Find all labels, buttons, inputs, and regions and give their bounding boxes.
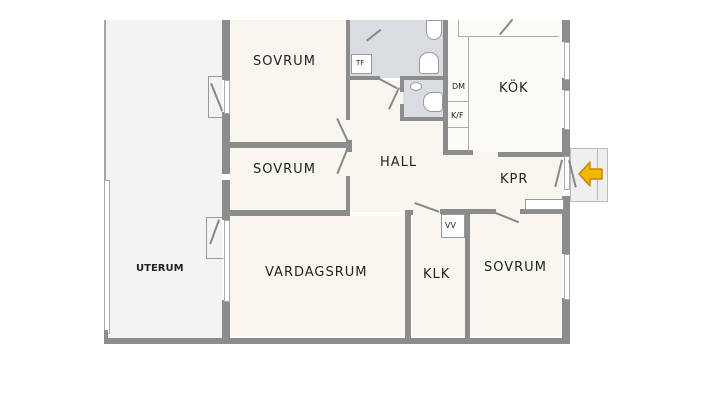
wall-sovrum-mid-bottom <box>230 210 350 216</box>
label-kpr: KPR <box>500 172 529 187</box>
wall-wc-left <box>400 76 404 92</box>
room-uterum <box>106 20 222 340</box>
entrance-door <box>564 156 570 190</box>
wall-wc-left-2 <box>400 104 404 121</box>
wall-hall-bottom-3 <box>520 209 564 214</box>
wall-bath-bottom <box>350 76 380 80</box>
vv-box <box>441 214 465 238</box>
uterum-window <box>104 180 110 334</box>
wall-right-3 <box>562 128 570 156</box>
wall-wc-bottom <box>400 117 445 121</box>
wall-sovrum-right-1 <box>346 20 350 120</box>
wall-sovrum-divider <box>230 142 350 148</box>
window-right-3 <box>564 254 570 300</box>
window-right-2 <box>564 90 570 130</box>
label-dm: DM <box>452 82 466 91</box>
wc-toilet-icon <box>423 92 443 112</box>
label-kf: K/F <box>451 111 464 120</box>
label-hall: HALL <box>380 155 418 170</box>
entrance-arrow-icon <box>578 161 603 187</box>
dm-box <box>448 75 468 102</box>
wc-sink-icon <box>410 82 422 91</box>
wall-bath-right <box>443 20 448 152</box>
label-sovrum-top: SOVRUM <box>253 54 316 69</box>
wall-right-4 <box>562 196 570 254</box>
wall-right-2 <box>562 78 570 90</box>
window-right-1 <box>564 42 570 80</box>
room-sovrum-right <box>469 212 562 336</box>
window-swing-left-2 <box>206 217 223 259</box>
wall-sovrum-right-2 <box>346 140 352 152</box>
window-swing-left-1 <box>208 76 223 118</box>
room-sovrum-top <box>230 20 348 142</box>
wall-kok-bottom-left <box>443 150 473 155</box>
window-left-2 <box>224 220 230 302</box>
wall-left-main <box>222 20 230 80</box>
window-left-1 <box>224 80 230 114</box>
wall-right-1 <box>562 20 570 42</box>
toilet-icon <box>419 52 439 74</box>
wall-klk-right <box>465 209 470 340</box>
label-uterum: UTERUM <box>136 263 184 274</box>
sink-icon <box>426 20 442 40</box>
label-sovrum-right: SOVRUM <box>484 260 547 275</box>
kf-box <box>448 101 468 128</box>
kitchen-counter <box>447 20 562 152</box>
kitchen-counter-outline <box>458 20 559 37</box>
wall-sovrum-right-3 <box>346 176 350 214</box>
wall-kok-bottom-right <box>498 152 564 157</box>
wall-wc-top <box>400 76 445 80</box>
room-vardagsrum <box>230 216 408 336</box>
tf-label: TF <box>356 59 365 67</box>
wall-klk-left <box>405 210 411 340</box>
uterum-wall-stub <box>104 330 108 340</box>
label-sovrum-mid: SOVRUM <box>253 162 316 177</box>
label-klk: KLK <box>423 267 451 282</box>
wall-bottom <box>104 338 570 344</box>
label-vardagsrum: VARDAGSRUM <box>265 265 368 280</box>
wall-left-main-3 <box>222 180 230 220</box>
kitchen-counter-side <box>468 36 469 151</box>
room-sovrum-mid <box>230 148 348 210</box>
tf-box <box>351 54 372 74</box>
wall-left-main-2 <box>222 112 230 174</box>
label-kok: KÖK <box>499 81 529 96</box>
wall-left-main-4 <box>222 300 230 344</box>
vv-label: VV <box>445 221 456 230</box>
kpr-shelf <box>525 199 564 210</box>
wall-right-5 <box>562 298 570 344</box>
